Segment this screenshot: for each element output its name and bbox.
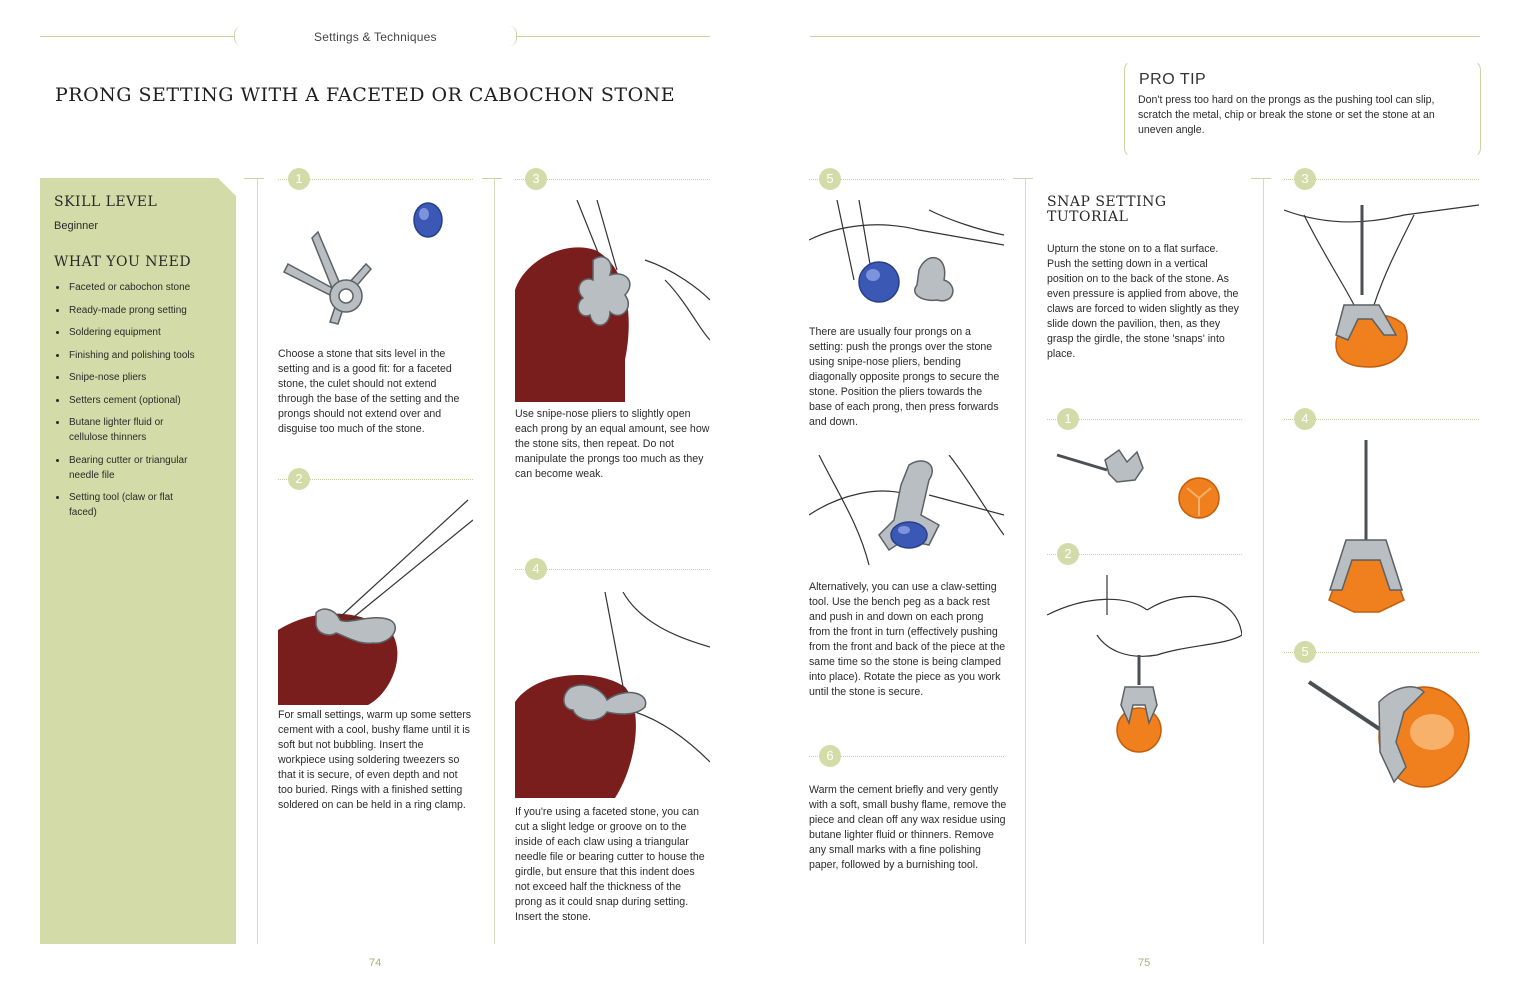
list-item: Snipe-nose pliers [54,370,224,385]
list-item: Ready-made prong setting [54,303,224,318]
step-5-text: There are usually four prongs on a setti… [809,326,1000,428]
step-number-badge: 4 [525,558,547,580]
step-1-illustration [282,202,443,325]
skill-level-value: Beginner [54,220,99,232]
step-divider [1284,179,1479,180]
list-item: Soldering equipment [54,325,224,340]
header-rule-left [40,36,235,37]
step-number-badge: 4 [1294,408,1316,430]
page-number-left: 74 [369,957,382,969]
list-item: Finishing and polishing tools [54,348,224,363]
snap-step-1-illustration [1056,448,1220,519]
step-number-badge: 6 [819,745,841,767]
step-number-badge: 5 [1294,641,1316,663]
skill-level-heading: SKILL LEVEL [54,194,158,210]
snap-setting-text: Upturn the stone on to a flat surface. P… [1047,243,1239,360]
step-number-badge: 3 [525,168,547,190]
column-divider [494,178,495,944]
step-divider [1284,419,1479,420]
snap-step-5-illustration [1307,680,1470,788]
step-4-text: If you're using a faceted stone, you can… [515,806,705,923]
list-item: Setting tool (claw or flat faced) [54,490,174,520]
step-number-badge: 1 [1057,408,1079,430]
header-rule-right [810,36,1480,37]
tick-mark [1251,178,1271,179]
list-item: Bearing cutter or triangular needle file [54,453,217,483]
step-divider [515,179,710,180]
step-divider [278,479,473,480]
pro-tip-heading: PRO TIP [1139,71,1207,88]
materials-list: Faceted or cabochon stone Ready-made pro… [54,280,224,528]
snap-step-2-illustration [1047,575,1242,753]
step-divider [1047,419,1242,420]
step-divider [809,756,1004,757]
column-divider [1025,178,1026,944]
pro-tip-box: PRO TIP Don't press too hard on the pron… [1124,60,1481,158]
step-number-badge: 5 [819,168,841,190]
step-1-text: Choose a stone that sits level in the se… [278,348,460,435]
step-number-badge: 2 [288,468,310,490]
header-rule-mid [516,36,710,37]
step-5b-text: Alternatively, you can use a claw-settin… [809,581,1006,698]
section-label: Settings & Techniques [314,30,437,44]
tick-mark [482,178,502,179]
step-2-text: For small settings, warm up some setters… [278,709,472,811]
header-bracket-left [234,26,243,46]
step-3-illustration [515,200,710,402]
list-item: Setters cement (optional) [54,393,224,408]
step-divider [515,569,710,570]
list-item: Faceted or cabochon stone [54,280,224,295]
snap-setting-heading: SNAP SETTING TUTORIAL [1047,194,1167,225]
step-divider [809,179,1004,180]
tick-mark [1013,178,1033,179]
step-number-badge: 2 [1057,543,1079,565]
step-number-badge: 1 [288,168,310,190]
page-title: PRONG SETTING WITH A FACETED OR CABOCHON… [55,84,676,106]
list-item: Butane lighter fluid or cellulose thinne… [54,415,187,445]
sidebar-panel: SKILL LEVEL Beginner WHAT YOU NEED Facet… [40,178,236,944]
step-divider [278,179,473,180]
pro-tip-text: Don't press too hard on the prongs as th… [1138,94,1435,136]
step-number-badge: 3 [1294,168,1316,190]
step-2-illustration [278,499,473,705]
step-6-text: Warm the cement briefly and very gently … [809,784,1007,871]
column-divider [257,178,258,944]
page-number-right: 75 [1138,957,1151,969]
snap-step-4-illustration [1328,440,1405,613]
snap-step-3-illustration [1284,204,1479,368]
step-divider [1047,554,1242,555]
step-divider [1284,652,1479,653]
tick-mark [244,178,264,179]
step-5b-illustration [809,455,1004,566]
what-you-need-heading: WHAT YOU NEED [54,254,192,270]
step-3-text: Use snipe-nose pliers to slightly open e… [515,408,710,480]
step-4-illustration [515,592,710,798]
step-5-illustration [809,200,1004,303]
column-divider [1263,178,1264,944]
